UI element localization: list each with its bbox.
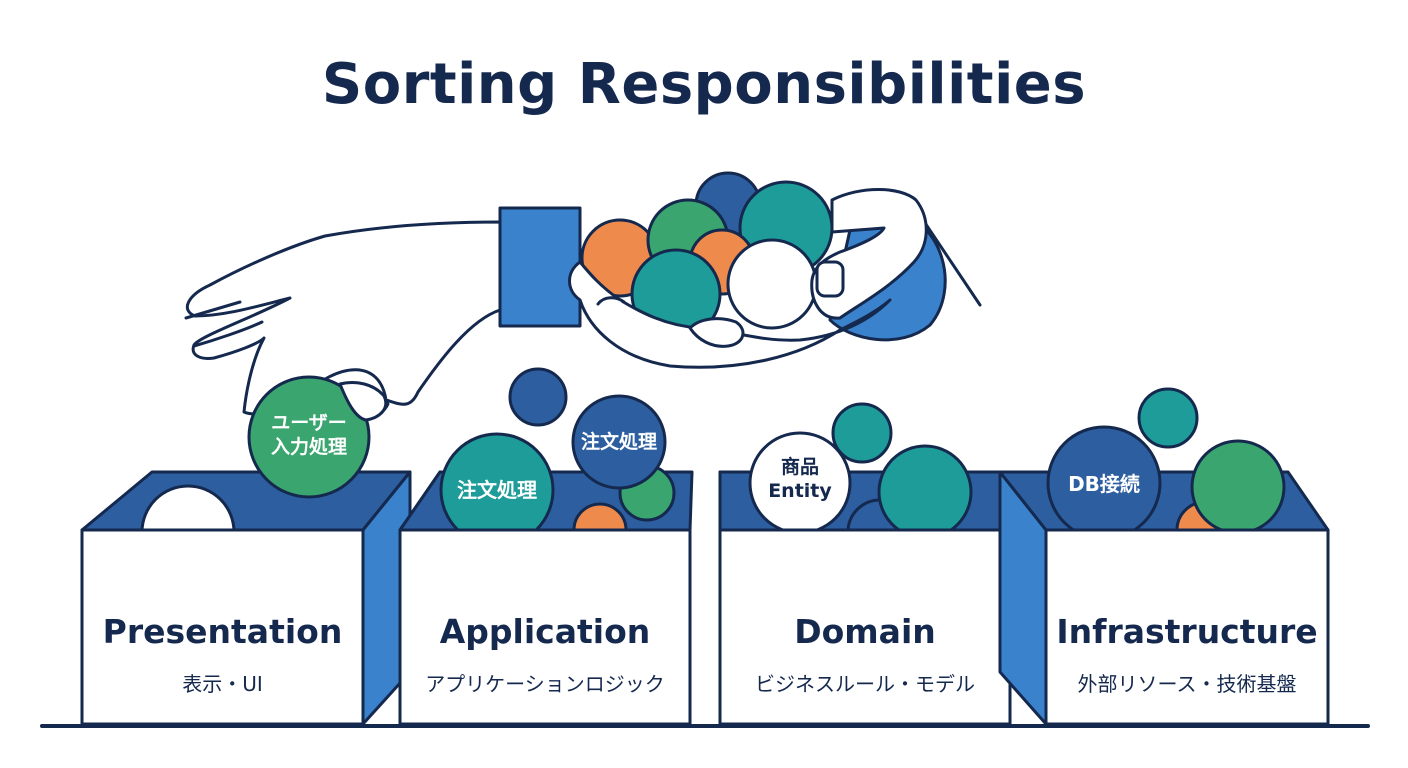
page-title: Sorting Responsibilities [321, 52, 1087, 117]
box-front [398, 528, 692, 726]
box-presentation [80, 470, 412, 726]
sleeve [498, 206, 582, 328]
ball-label-order-float: 注文処理 [580, 431, 657, 453]
ball-teal-float [831, 402, 893, 464]
box-title-application: Application [439, 612, 651, 651]
box-subtitle-domain: ビジネスルール・モデル [755, 672, 975, 696]
box-inner-back [80, 470, 412, 532]
finger-crease [192, 320, 264, 348]
box-domain [718, 431, 1012, 726]
right-hand [568, 171, 982, 369]
box-title-domain: Domain [794, 612, 936, 651]
right-palm [568, 260, 892, 369]
box-title-infrastructure: Infrastructure [1056, 612, 1318, 651]
box-application [398, 432, 694, 726]
ball-label-user-input: ユーザー 入力処理 [249, 412, 369, 460]
ball-label-line: Entity [768, 479, 832, 502]
thumb-nail [815, 260, 845, 298]
ball-white [726, 238, 818, 330]
finger-crease [184, 300, 242, 320]
finger [688, 317, 745, 348]
ball-label-line: 入力処理 [270, 435, 347, 458]
thumb-over-ball [338, 381, 388, 422]
ball-navy-float [508, 367, 568, 427]
ball-green-user-input [247, 375, 371, 499]
box-front [718, 528, 1012, 726]
ball-green-large [1190, 439, 1286, 535]
falling-balls [508, 367, 1199, 490]
ball-teal-large [877, 444, 973, 540]
box-infrastructure [998, 425, 1330, 726]
left-hand [184, 206, 582, 418]
ball-blue-order-float [571, 394, 667, 490]
ball-label-order-app: 注文処理 [457, 478, 537, 502]
ball-label-product-entity: 商品 Entity [750, 456, 850, 504]
box-front [1044, 528, 1330, 726]
box-subtitle-presentation: 表示・UI [182, 672, 263, 696]
ball-label-line: ユーザー [271, 412, 347, 434]
ball-label-line: 商品 [780, 456, 819, 478]
finger [596, 296, 626, 306]
box-subtitle-infrastructure: 外部リソース・技術基盤 [1077, 672, 1297, 696]
ball-teal-float [1137, 387, 1199, 449]
box-title-presentation: Presentation [102, 612, 343, 651]
ball-label-db: DB接続 [1068, 472, 1140, 496]
box-front [80, 528, 365, 726]
box-subtitle-application: アプリケーションロジック [425, 672, 665, 696]
